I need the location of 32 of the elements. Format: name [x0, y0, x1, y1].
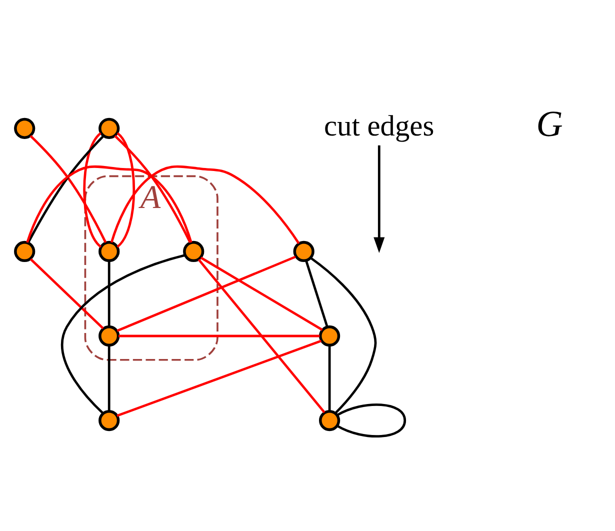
- node-circle: [98, 240, 120, 262]
- cluster: A: [84, 174, 218, 360]
- connector: [110, 164, 300, 244]
- connector: [116, 132, 136, 248]
- node-circle: [98, 117, 120, 138]
- node-circle: [98, 324, 120, 346]
- node-circle: [183, 240, 204, 262]
- label: G: [536, 102, 563, 144]
- connector: [30, 258, 104, 329]
- connector: [61, 254, 185, 414]
- connector: [108, 344, 110, 410]
- node-circle: [14, 117, 36, 138]
- connector: [336, 403, 406, 437]
- connector: [118, 334, 320, 337]
- node-circle: [293, 240, 314, 262]
- node-circle: [318, 324, 340, 346]
- connector: [83, 132, 102, 248]
- node-text: cut edges: [324, 110, 434, 142]
- connector: [26, 164, 192, 242]
- connector: [328, 344, 331, 410]
- connector: [310, 256, 377, 414]
- connector: [198, 258, 326, 413]
- connector: [305, 260, 328, 327]
- arrow: [374, 144, 385, 253]
- connector: [116, 339, 322, 416]
- connector: [108, 260, 110, 326]
- connector: [116, 255, 296, 332]
- connector: [114, 134, 192, 242]
- node-circle: [318, 409, 340, 431]
- node-circle: [14, 240, 36, 262]
- node-circle: [98, 409, 120, 431]
- connector: [200, 256, 323, 330]
